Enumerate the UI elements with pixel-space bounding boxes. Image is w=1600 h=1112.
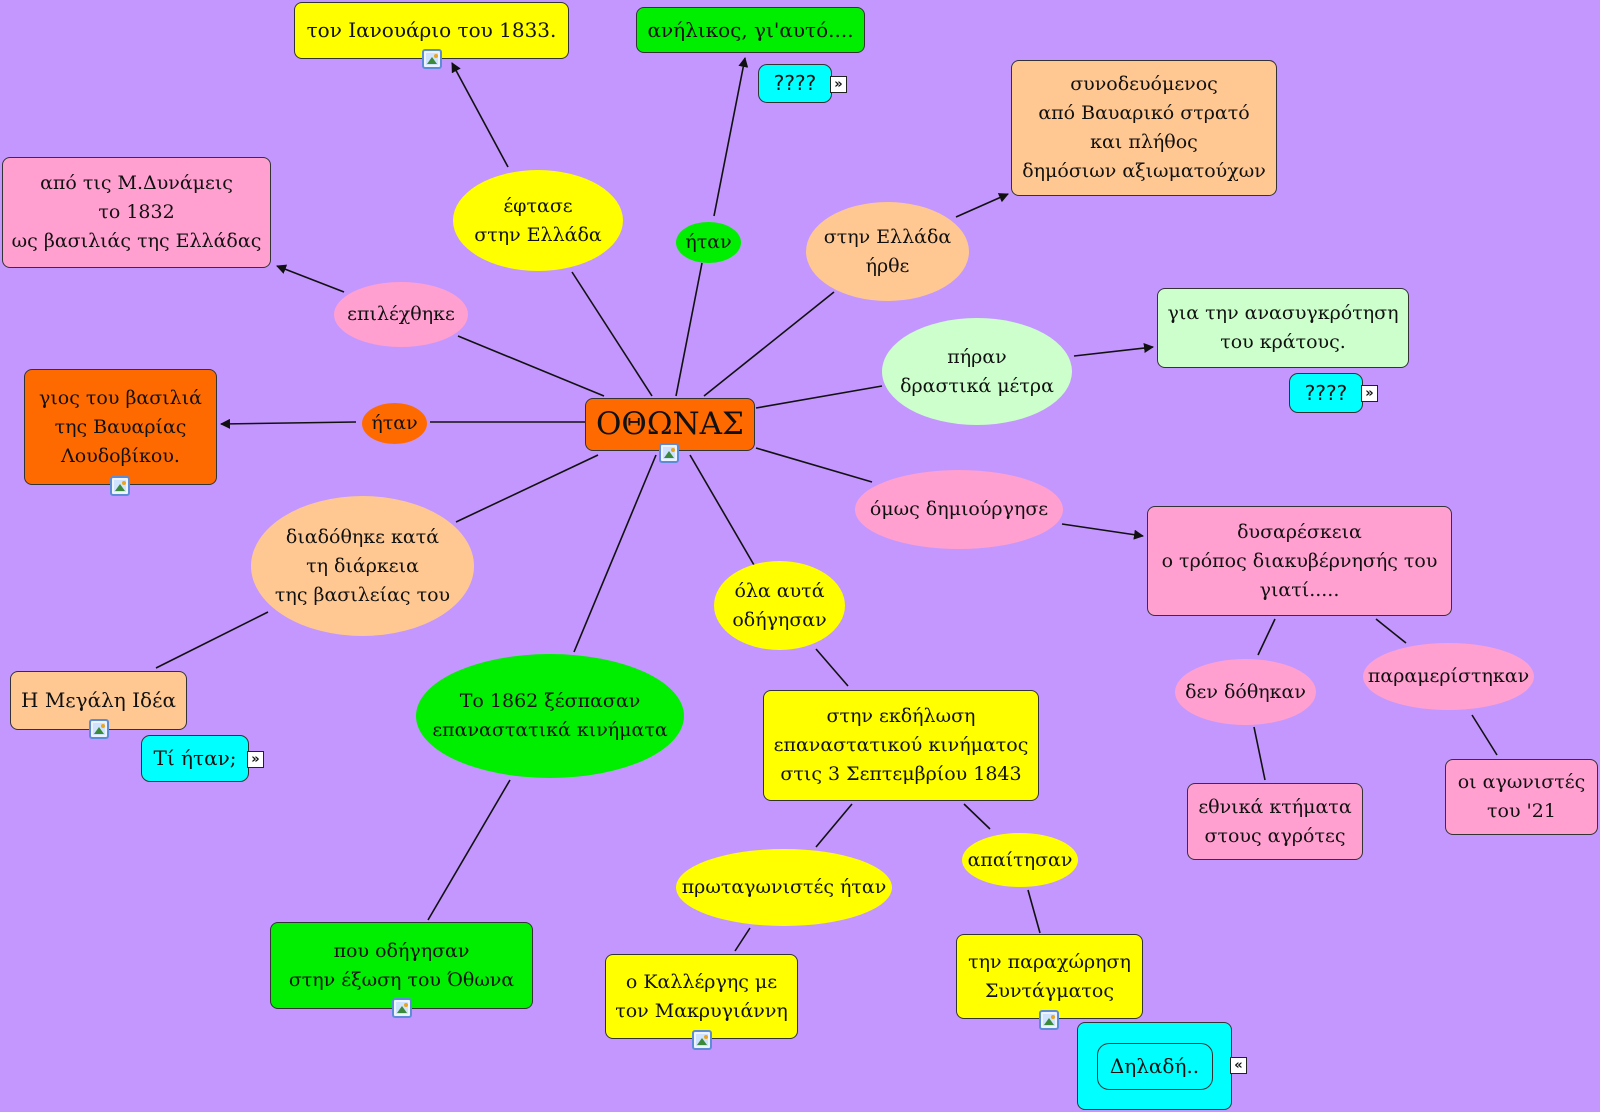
line-center-spread <box>455 454 599 523</box>
forward-icon[interactable]: » <box>1361 385 1378 402</box>
link-was-1[interactable]: ήταν <box>676 222 741 263</box>
link-chosen[interactable]: επιλέχθηκε <box>334 282 468 347</box>
link-not-given[interactable]: δεν δόθηκαν <box>1175 659 1316 725</box>
concept-lands[interactable]: εθνικά κτήματα στους αγρότες <box>1187 783 1363 860</box>
concept-exile[interactable]: που οδήγησαν στην έξωση του Όθωνα <box>270 922 533 1009</box>
line-revolt1862-exile <box>427 779 511 921</box>
line-center-revolt1862 <box>573 454 657 653</box>
image-resource-icon[interactable] <box>89 719 109 739</box>
line-center-came <box>703 291 835 397</box>
image-resource-icon[interactable] <box>1039 1010 1059 1030</box>
line-revolt1843-leaders <box>815 803 853 848</box>
image-resource-icon[interactable] <box>422 49 442 69</box>
link-was-2[interactable]: ήταν <box>362 403 427 444</box>
line-led-all-revolt1843 <box>815 648 849 687</box>
link-leaders[interactable]: πρωταγωνιστές ήταν <box>676 849 892 926</box>
line-center-led-all <box>689 454 755 566</box>
nested-concept-meaning[interactable]: Δηλαδή.. <box>1096 1042 1213 1090</box>
concept-reconstruction[interactable]: για την ανασυγκρότηση του κράτους. <box>1157 288 1409 368</box>
line-revolt1843-demanded <box>963 803 991 830</box>
nested-box[interactable]: Δηλαδή.. <box>1077 1022 1232 1110</box>
arrow-came-escort <box>955 193 1009 218</box>
line-center-measures <box>755 385 883 409</box>
concept-son[interactable]: γιος του βασιλιά της Βαυαρίας Λουδοβίκου… <box>24 369 217 485</box>
arrow-was2-son <box>220 418 357 429</box>
line-discontent-sidelined <box>1375 618 1407 644</box>
link-what-was-it[interactable]: Τί ήταν; <box>141 735 249 782</box>
arrow-however-discontent <box>1061 523 1144 540</box>
center-node-othonas[interactable]: ΟΘΩΝΑΣ <box>585 398 755 451</box>
image-resource-icon[interactable] <box>392 998 412 1018</box>
link-question-1[interactable]: ???? <box>758 64 832 103</box>
concept-kallergis[interactable]: ο Καλλέργης με τον Μακρυγιάννη <box>605 954 798 1039</box>
arrow-was1-minor <box>713 57 749 217</box>
forward-icon[interactable]: » <box>247 751 264 768</box>
concept-escort[interactable]: συνοδευόμενος από Βαυαρικό στρατό και πλ… <box>1011 60 1277 196</box>
link-demanded[interactable]: απαίτησαν <box>962 833 1078 887</box>
link-question-2[interactable]: ???? <box>1289 373 1363 413</box>
line-center-however <box>755 447 873 483</box>
link-spread[interactable]: διαδόθηκε κατά τη διάρκεια της βασιλείας… <box>251 496 474 636</box>
link-revolt-1862[interactable]: Το 1862 ξέσπασαν επαναστατικά κινήματα <box>416 654 684 778</box>
arrow-arrived-january <box>451 62 509 168</box>
link-arrived[interactable]: έφτασε στην Ελλάδα <box>453 170 623 271</box>
line-not-given-lands <box>1253 726 1266 781</box>
image-resource-icon[interactable] <box>110 476 130 496</box>
concept-fighters[interactable]: οι αγωνιστές του '21 <box>1445 759 1598 835</box>
center-label: ΟΘΩΝΑΣ <box>596 406 744 442</box>
concept-revolt-1843[interactable]: στην εκδήλωση επαναστατικού κινήματος στ… <box>763 690 1039 801</box>
link-came[interactable]: στην Ελλάδα ήρθε <box>806 202 969 301</box>
line-leaders-kallergis <box>734 927 751 952</box>
concept-powers[interactable]: από τις Μ.Δυνάμεις το 1832 ως βασιλιάς τ… <box>2 157 271 268</box>
back-icon[interactable]: « <box>1230 1057 1247 1074</box>
line-discontent-not-given <box>1257 618 1276 656</box>
line-spread-megali <box>155 611 269 669</box>
concept-discontent[interactable]: δυσαρέσκεια ο τρόπος διακυβέρνησής του γ… <box>1147 506 1452 616</box>
line-demanded-constitution <box>1027 889 1041 934</box>
image-resource-icon[interactable] <box>692 1030 712 1050</box>
arrow-chosen-powers <box>276 264 345 293</box>
forward-icon[interactable]: » <box>830 76 847 93</box>
arrow-measures-reconstruction <box>1073 343 1154 357</box>
link-measures[interactable]: πήραν δραστικά μέτρα <box>882 318 1072 425</box>
line-center-arrived <box>571 271 653 397</box>
line-center-chosen <box>457 335 605 397</box>
concept-minor[interactable]: ανήλικος, γι'αυτό.... <box>636 7 865 53</box>
concept-constitution[interactable]: την παραχώρηση Συντάγματος <box>956 934 1143 1019</box>
line-sidelined-fighters <box>1471 714 1498 756</box>
link-sidelined[interactable]: παραμερίστηκαν <box>1363 643 1534 710</box>
image-resource-icon[interactable] <box>659 443 679 463</box>
link-led-all[interactable]: όλα αυτά οδήγησαν <box>714 561 845 650</box>
line-center-was1 <box>675 262 703 397</box>
link-however[interactable]: όμως δημιούργησε <box>855 470 1063 549</box>
